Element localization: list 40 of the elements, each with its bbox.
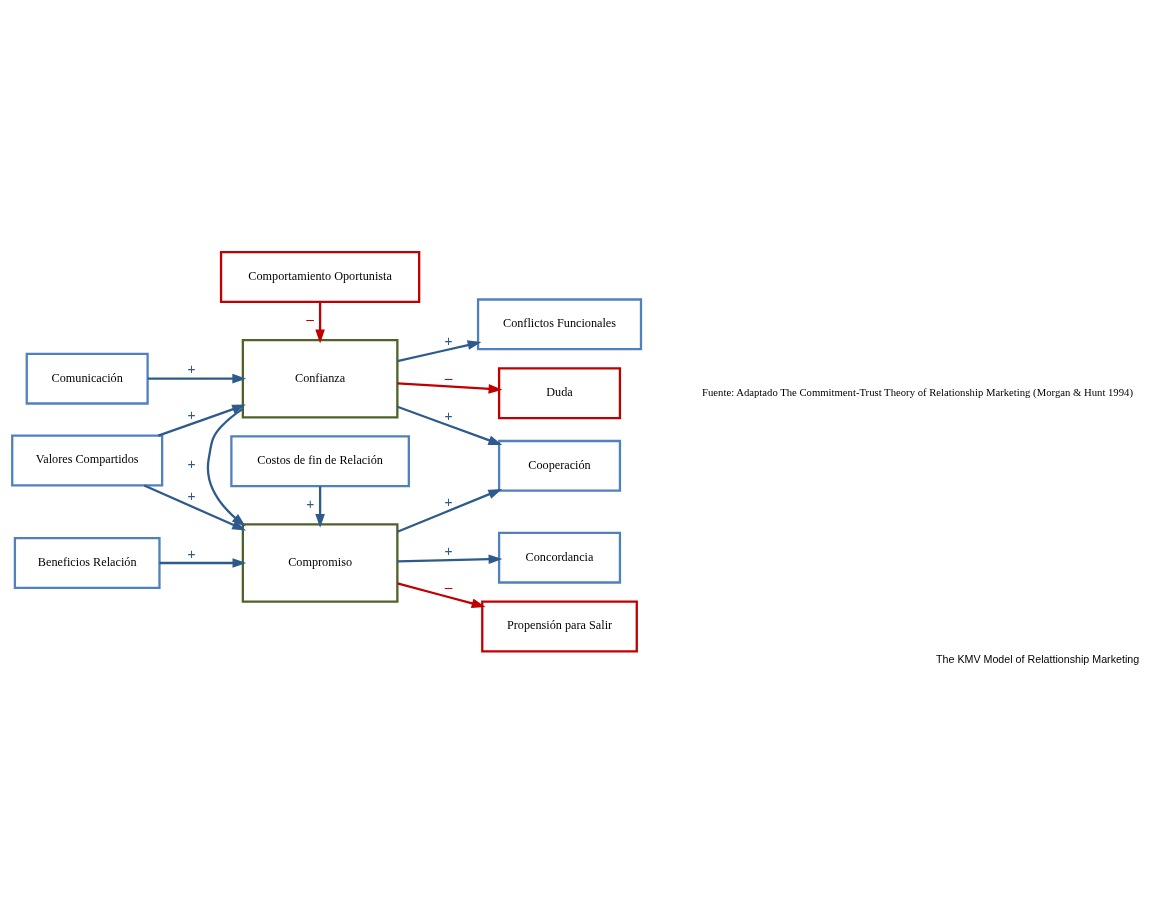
- node-box: Duda: [497, 366, 622, 419]
- arrow: [397, 405, 503, 445]
- arrow: [315, 485, 325, 528]
- arrow: [159, 557, 247, 568]
- edge-label: +: [187, 488, 196, 504]
- edge-label: +: [444, 333, 453, 349]
- edge-label: –: [306, 311, 314, 327]
- edge-label: +: [306, 496, 315, 512]
- node-box: Cooperación: [497, 439, 622, 492]
- arrow: [143, 483, 246, 530]
- edge-label: +: [444, 543, 453, 559]
- node-box: Beneficios Relación: [13, 536, 161, 589]
- node-box: Propensión para Salir: [481, 600, 638, 652]
- node-box: Confianza: [241, 338, 399, 418]
- edge-label: –: [444, 579, 453, 595]
- node-box: Costos de fin de Relación: [230, 434, 410, 487]
- node-box: Conflictos Funcionales: [476, 297, 643, 350]
- arrow: [397, 581, 486, 608]
- arrow: [397, 553, 503, 564]
- arrow: [397, 339, 482, 362]
- arrow: [147, 373, 247, 383]
- caption: The KMV Model of Relattionship Marketing: [936, 652, 1140, 665]
- edge-label: +: [187, 407, 196, 423]
- label: Fuente: Adaptado The Commitment-Trust Theory of Relationship Marketing (Morgan & Hunt 1994): [702, 385, 1133, 398]
- node-box: Comportamiento Oportunista: [219, 250, 421, 303]
- arrow: [397, 488, 503, 533]
- node-box: Valores Compartidos: [11, 434, 164, 486]
- edge-label: +: [444, 408, 453, 424]
- node-box: Comunicación: [25, 352, 149, 405]
- arrow: [206, 407, 246, 526]
- edge-label: –: [444, 370, 453, 386]
- arrow: [157, 404, 246, 437]
- arrow: [397, 381, 503, 394]
- node-box: Concordancia: [497, 531, 622, 584]
- edge-label: +: [187, 361, 196, 377]
- node-box: Compromiso: [241, 522, 399, 603]
- edge-label: +: [444, 494, 453, 510]
- edge-label: +: [187, 456, 196, 472]
- arrow: [315, 301, 325, 343]
- edge-label: +: [187, 546, 196, 562]
